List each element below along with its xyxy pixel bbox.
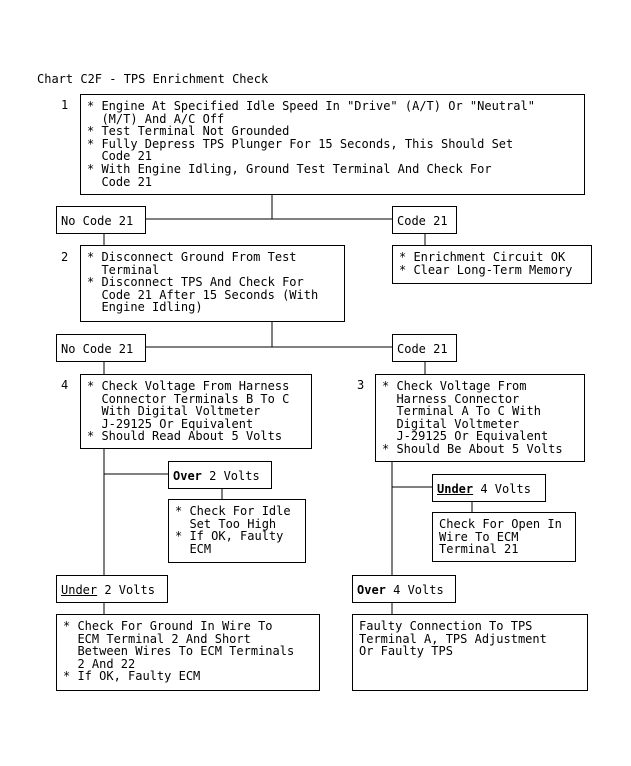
ground-check-box: * Check For Ground In Wire To ECM Termin…: [56, 614, 320, 691]
step-number: 3: [357, 378, 365, 392]
label-rest: 2 Volts: [201, 469, 260, 483]
label-rest: 4 Volts: [473, 482, 531, 496]
idle-check-box: * Check For Idle Set Too High * If OK, F…: [168, 499, 306, 563]
step-number: 1: [61, 98, 69, 112]
enrichment-ok-box: * Enrichment Circuit OK * Clear Long-Ter…: [392, 245, 592, 284]
branch1-no-code-label: No Code 21: [56, 206, 146, 234]
over-4-volts-label: Over 4 Volts: [352, 575, 456, 603]
label-rest: 2 Volts: [97, 583, 155, 597]
label-keyword: Under: [437, 482, 474, 496]
under-4-volts-label: Under 4 Volts: [432, 474, 546, 502]
step-number: 2: [61, 250, 69, 264]
open-check-box: Check For Open In Wire To ECM Terminal 2…: [432, 512, 576, 562]
step2-box: * Disconnect Ground From Test Terminal *…: [80, 245, 345, 322]
branch2-code-label: Code 21: [392, 334, 457, 362]
label-keyword: Over: [357, 583, 386, 597]
step3-box: * Check Voltage From Harness Connector T…: [375, 374, 585, 462]
label-keyword: Over: [173, 469, 202, 483]
step4-box: * Check Voltage From Harness Connector T…: [80, 374, 312, 449]
step1-box: * Engine At Specified Idle Speed In "Dri…: [80, 94, 585, 195]
faulty-connection-box: Faulty Connection To TPS Terminal A, TPS…: [352, 614, 588, 691]
step-number: 4: [61, 378, 69, 392]
label-rest: 4 Volts: [385, 583, 444, 597]
under-2-volts-label: Under 2 Volts: [56, 575, 168, 603]
chart-title: Chart C2F - TPS Enrichment Check: [37, 72, 269, 86]
over-2-volts-label: Over 2 Volts: [168, 461, 272, 489]
branch2-no-code-label: No Code 21: [56, 334, 146, 362]
branch1-code-label: Code 21: [392, 206, 457, 234]
label-keyword: Under: [61, 583, 98, 597]
